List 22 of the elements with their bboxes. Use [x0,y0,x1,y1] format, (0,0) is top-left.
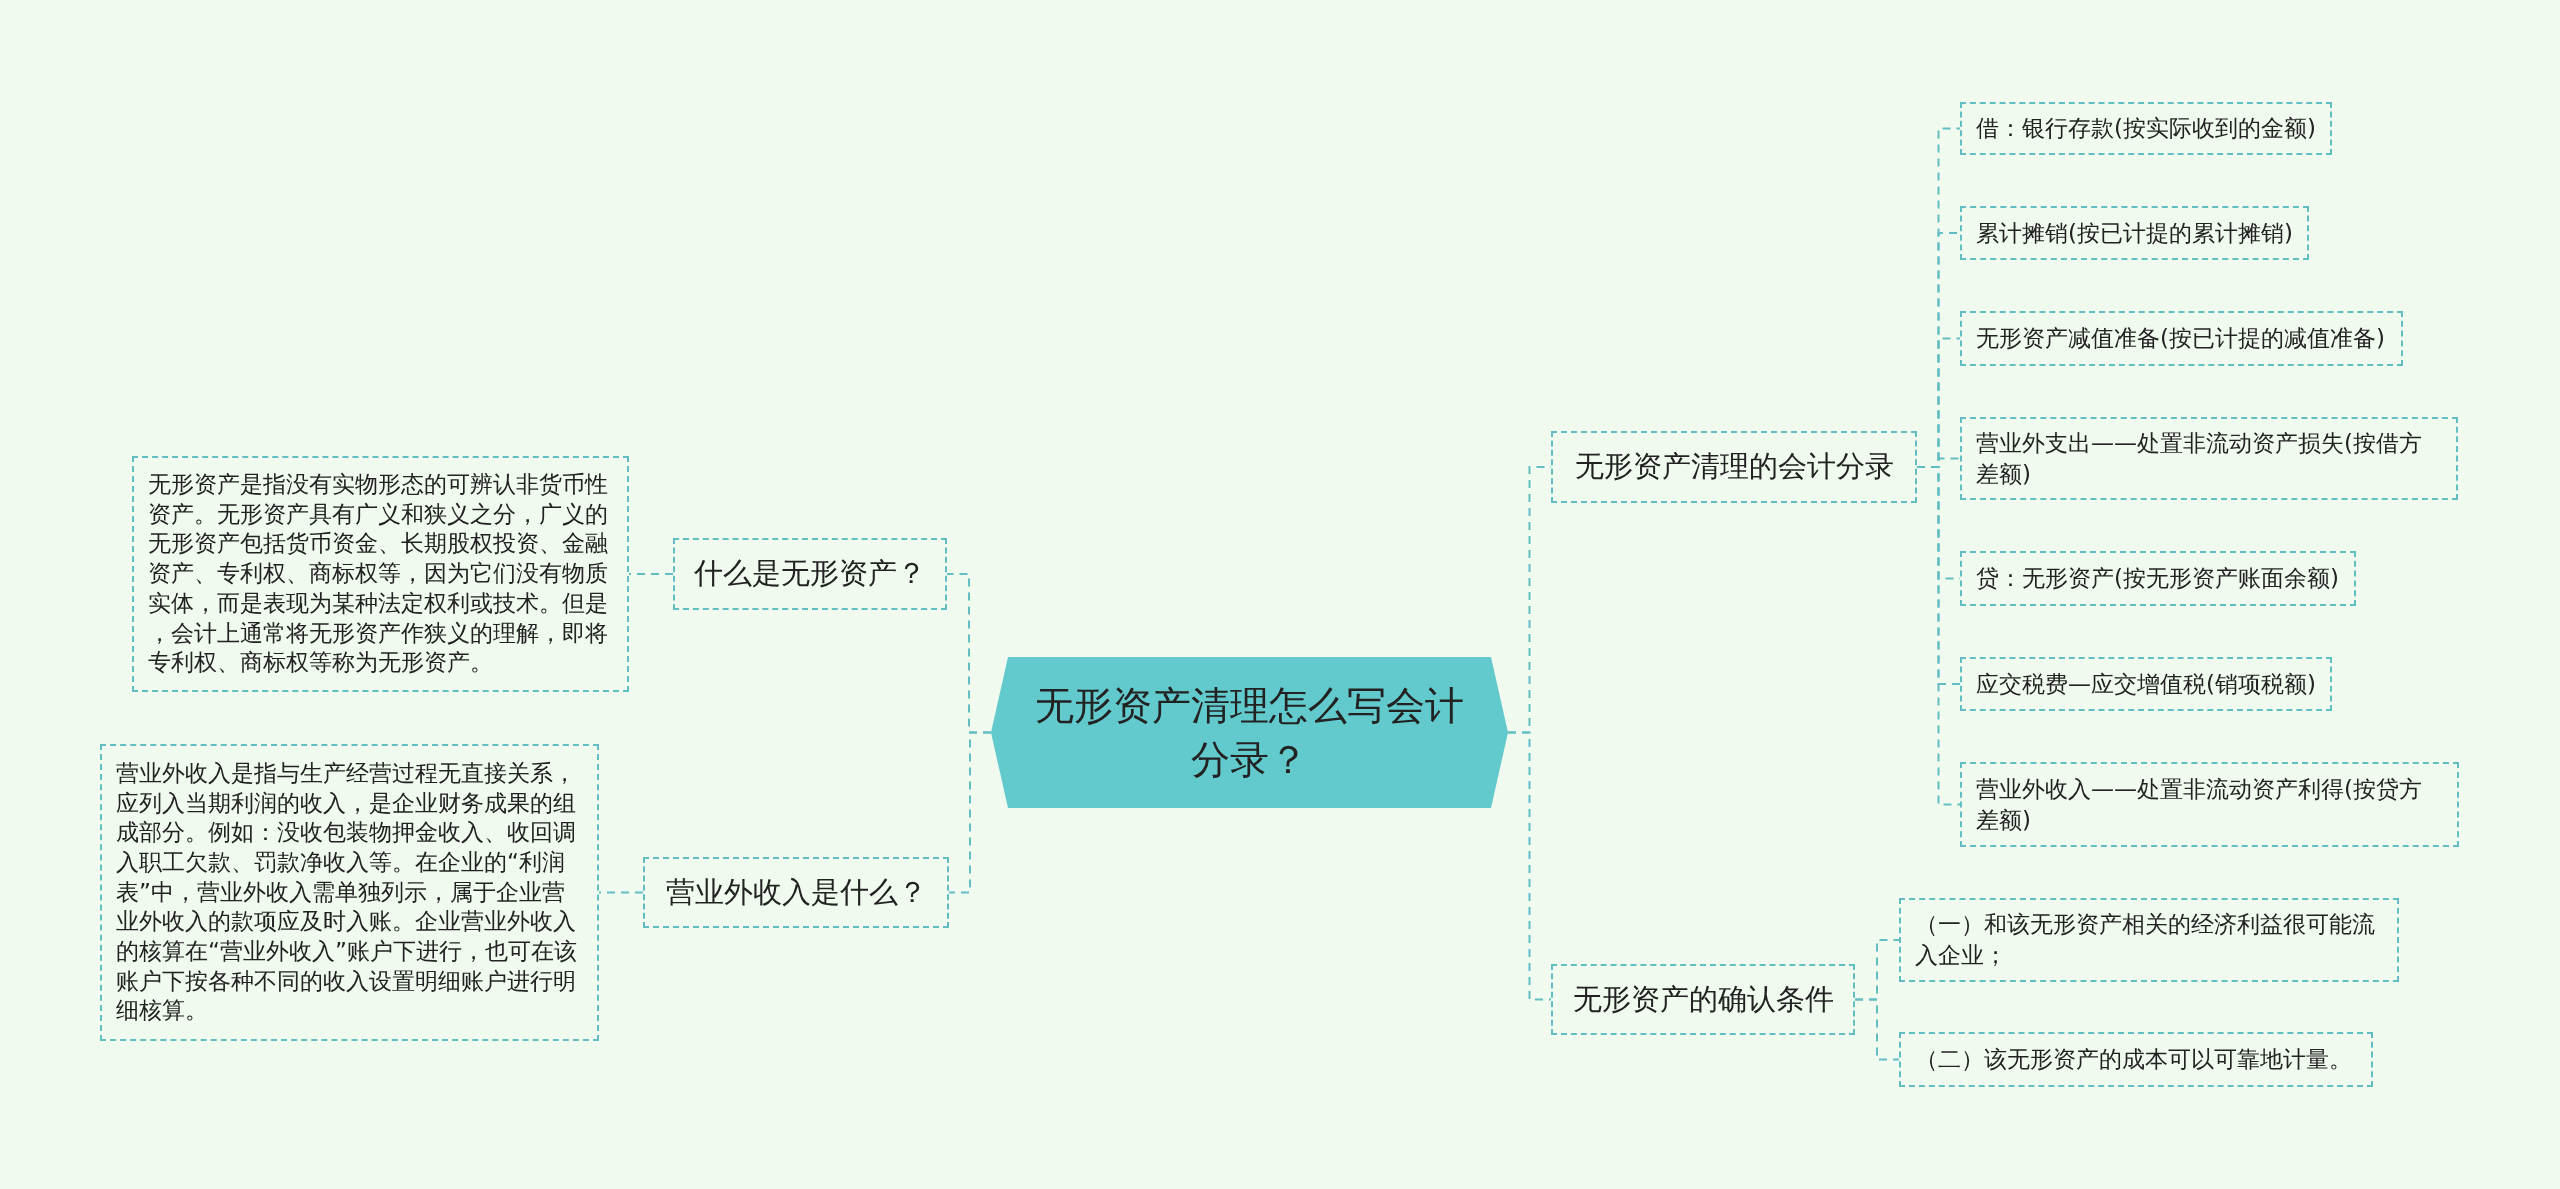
note-box: 营业外收入是指与生产经营过程无直接关系，应列入当期利润的收入，是企业财务成果的组成部分。例如：没收包装物押金收入、收回调入职工欠款、罚款净收入等。在企业的“利润表”中，营业外收入需单独列示，属于企业营业外收入的款项应及时入账。企业营业外收入的核算在“营业外收入”账户下进行，也可在该账户下按各种不同的收入设置明细账户进行明细核算。 [100,744,599,1041]
entry-box: 累计摊销(按已计提的累计摊销) [1960,206,2309,260]
connector-line [598,891,644,894]
connector-line [1854,998,1900,1061]
entry-box: 无形资产减值准备(按已计提的减值准备) [1960,311,2403,366]
connector-line [628,573,674,575]
connector-line [1916,466,1961,806]
topic-hexagon: 无形资产清理怎么写会计分录？ [991,657,1508,808]
entry-box: 借：银行存款(按实际收到的金额) [1960,102,2332,155]
entry-box: （一）和该无形资产相关的经济利益很可能流入企业； [1899,898,2399,982]
entry-box: （二）该无形资产的成本可以可靠地计量。 [1899,1032,2373,1087]
entry-box: 营业外支出——处置非流动资产损失(按借方差额) [1960,417,2458,500]
topic-box: 营业外收入是什么？ [643,857,949,928]
connector-line [1507,731,1552,1001]
entry-box: 营业外收入——处置非流动资产利得(按贷方差额) [1960,762,2459,847]
entry-box: 贷：无形资产(按无形资产账面余额) [1960,551,2356,606]
connector-line [948,731,992,894]
note-box: 无形资产是指没有实物形态的可辨认非货币性资产。无形资产具有广义和狭义之分，广义的无形资产包括货币资金、长期股权投资、金融资产、专利权、商标权等，因为它们没有物质实体，而是表现为某种法定权利或技术。但是，会计上通常将无形资产作狭义的理解，即将专利权、商标权等称为无形资产。 [132,456,629,692]
entry-box: 应交税费—应交增值税(销项税额) [1960,657,2332,711]
topic-box: 无形资产清理的会计分录 [1551,431,1917,503]
topic-box: 什么是无形资产？ [673,538,947,610]
topic-box: 无形资产的确认条件 [1551,964,1855,1035]
